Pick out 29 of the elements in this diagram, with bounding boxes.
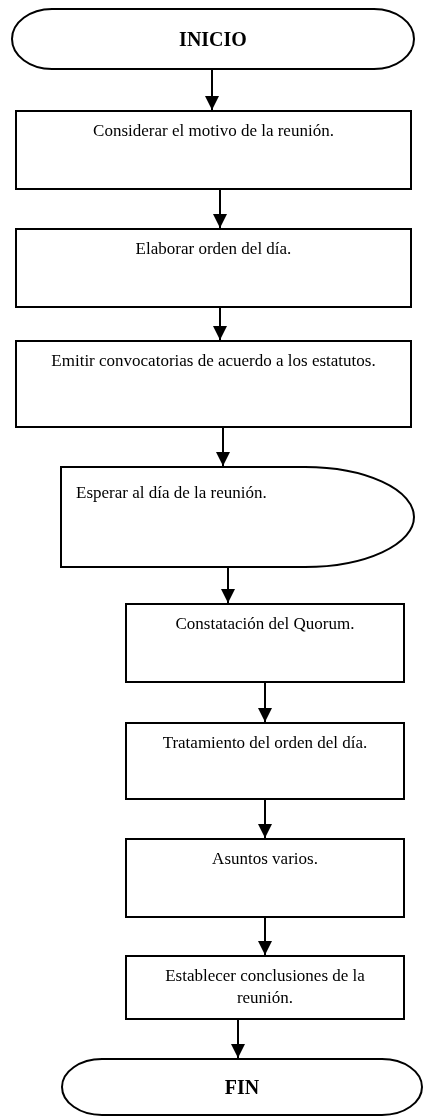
process-box bbox=[125, 838, 405, 918]
terminator-shape bbox=[62, 1058, 422, 1116]
step-text: Asuntos varios. bbox=[212, 848, 318, 870]
step-text: Emitir convocatorias de acuerdo a los estatutos. bbox=[51, 350, 376, 372]
arrow bbox=[205, 69, 219, 111]
arrow bbox=[258, 917, 272, 956]
arrow bbox=[258, 682, 272, 723]
step-text: Establecer conclusiones de la reunión. bbox=[164, 965, 366, 1010]
arrow bbox=[221, 567, 235, 604]
process-box bbox=[15, 340, 412, 428]
process-box bbox=[125, 722, 405, 800]
process-box bbox=[15, 228, 412, 308]
step-text: Tratamiento del orden del día. bbox=[162, 732, 368, 754]
delay-shape bbox=[60, 466, 415, 568]
step-text: Elaborar orden del día. bbox=[135, 238, 292, 260]
process-box bbox=[125, 955, 405, 1020]
arrow bbox=[231, 1019, 245, 1059]
terminator-label: INICIO bbox=[179, 27, 247, 52]
step-text: Constatación del Quorum. bbox=[175, 613, 355, 635]
step-text: Esperar al día de la reunión. bbox=[76, 482, 267, 504]
arrow bbox=[213, 189, 227, 229]
terminator-label: FIN bbox=[224, 1075, 260, 1100]
arrow bbox=[258, 799, 272, 839]
process-box bbox=[125, 603, 405, 683]
terminator-shape bbox=[12, 8, 414, 70]
arrow bbox=[213, 307, 227, 341]
process-box bbox=[15, 110, 412, 190]
step-text: Considerar el motivo de la reunión. bbox=[93, 120, 334, 142]
arrow bbox=[216, 427, 230, 467]
